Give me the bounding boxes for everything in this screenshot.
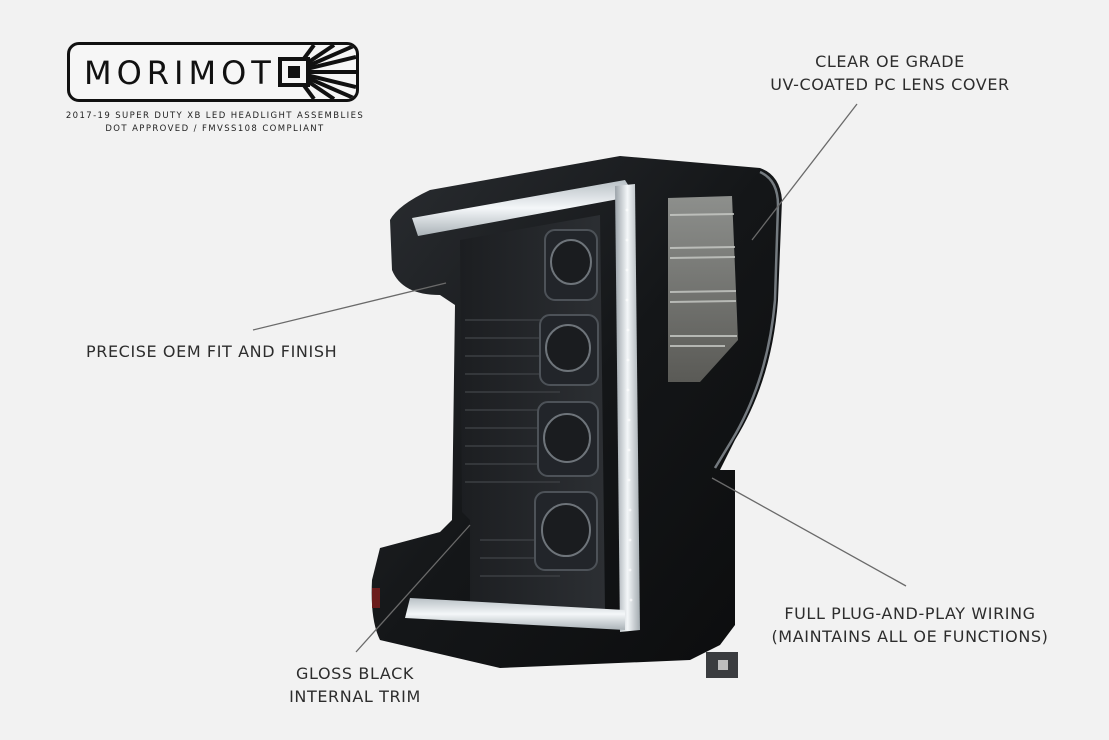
side-marker: [372, 588, 380, 608]
callout-lens-line1: CLEAR OE GRADE: [815, 52, 965, 71]
turn-signal-slats: [669, 213, 737, 347]
leader-lines: [252, 103, 907, 653]
led-bar-top: [412, 180, 635, 236]
logo-wordmark: MORIMOT: [84, 54, 276, 92]
logo-subtitle-line1: 2017-19 SUPER DUTY XB LED HEADLIGHT ASSE…: [65, 111, 365, 121]
projector-lenses: [534, 229, 599, 571]
callout-lens-line2: UV-COATED PC LENS COVER: [770, 75, 1010, 94]
callout-trim-line1: GLOSS BLACK: [296, 664, 414, 683]
led-bar-bottom: [405, 598, 625, 630]
led-bar-vertical: [615, 184, 640, 632]
callout-oem-fit: PRECISE OEM FIT AND FINISH: [86, 342, 338, 361]
led-dots: [625, 208, 633, 602]
callout-lens-cover: CLEAR OE GRADE UV-COATED PC LENS COVER: [752, 50, 1028, 96]
lens-edge-highlight: [713, 170, 780, 469]
callout-internal-trim: GLOSS BLACK INTERNAL TRIM: [270, 662, 440, 708]
logo-subtitle-line2: DOT APPROVED / FMVSS108 COMPLIANT: [105, 124, 325, 134]
logo-sunburst-icon: [278, 45, 356, 99]
callout-trim-line2: INTERNAL TRIM: [289, 687, 421, 706]
callout-wiring-line1: FULL PLUG-AND-PLAY WIRING: [784, 604, 1036, 623]
morimoto-logo: MORIMOT: [67, 42, 359, 102]
callout-wiring: FULL PLUG-AND-PLAY WIRING (MAINTAINS ALL…: [755, 602, 1065, 648]
callout-wiring-line2: (MAINTAINS ALL OE FUNCTIONS): [771, 627, 1049, 646]
